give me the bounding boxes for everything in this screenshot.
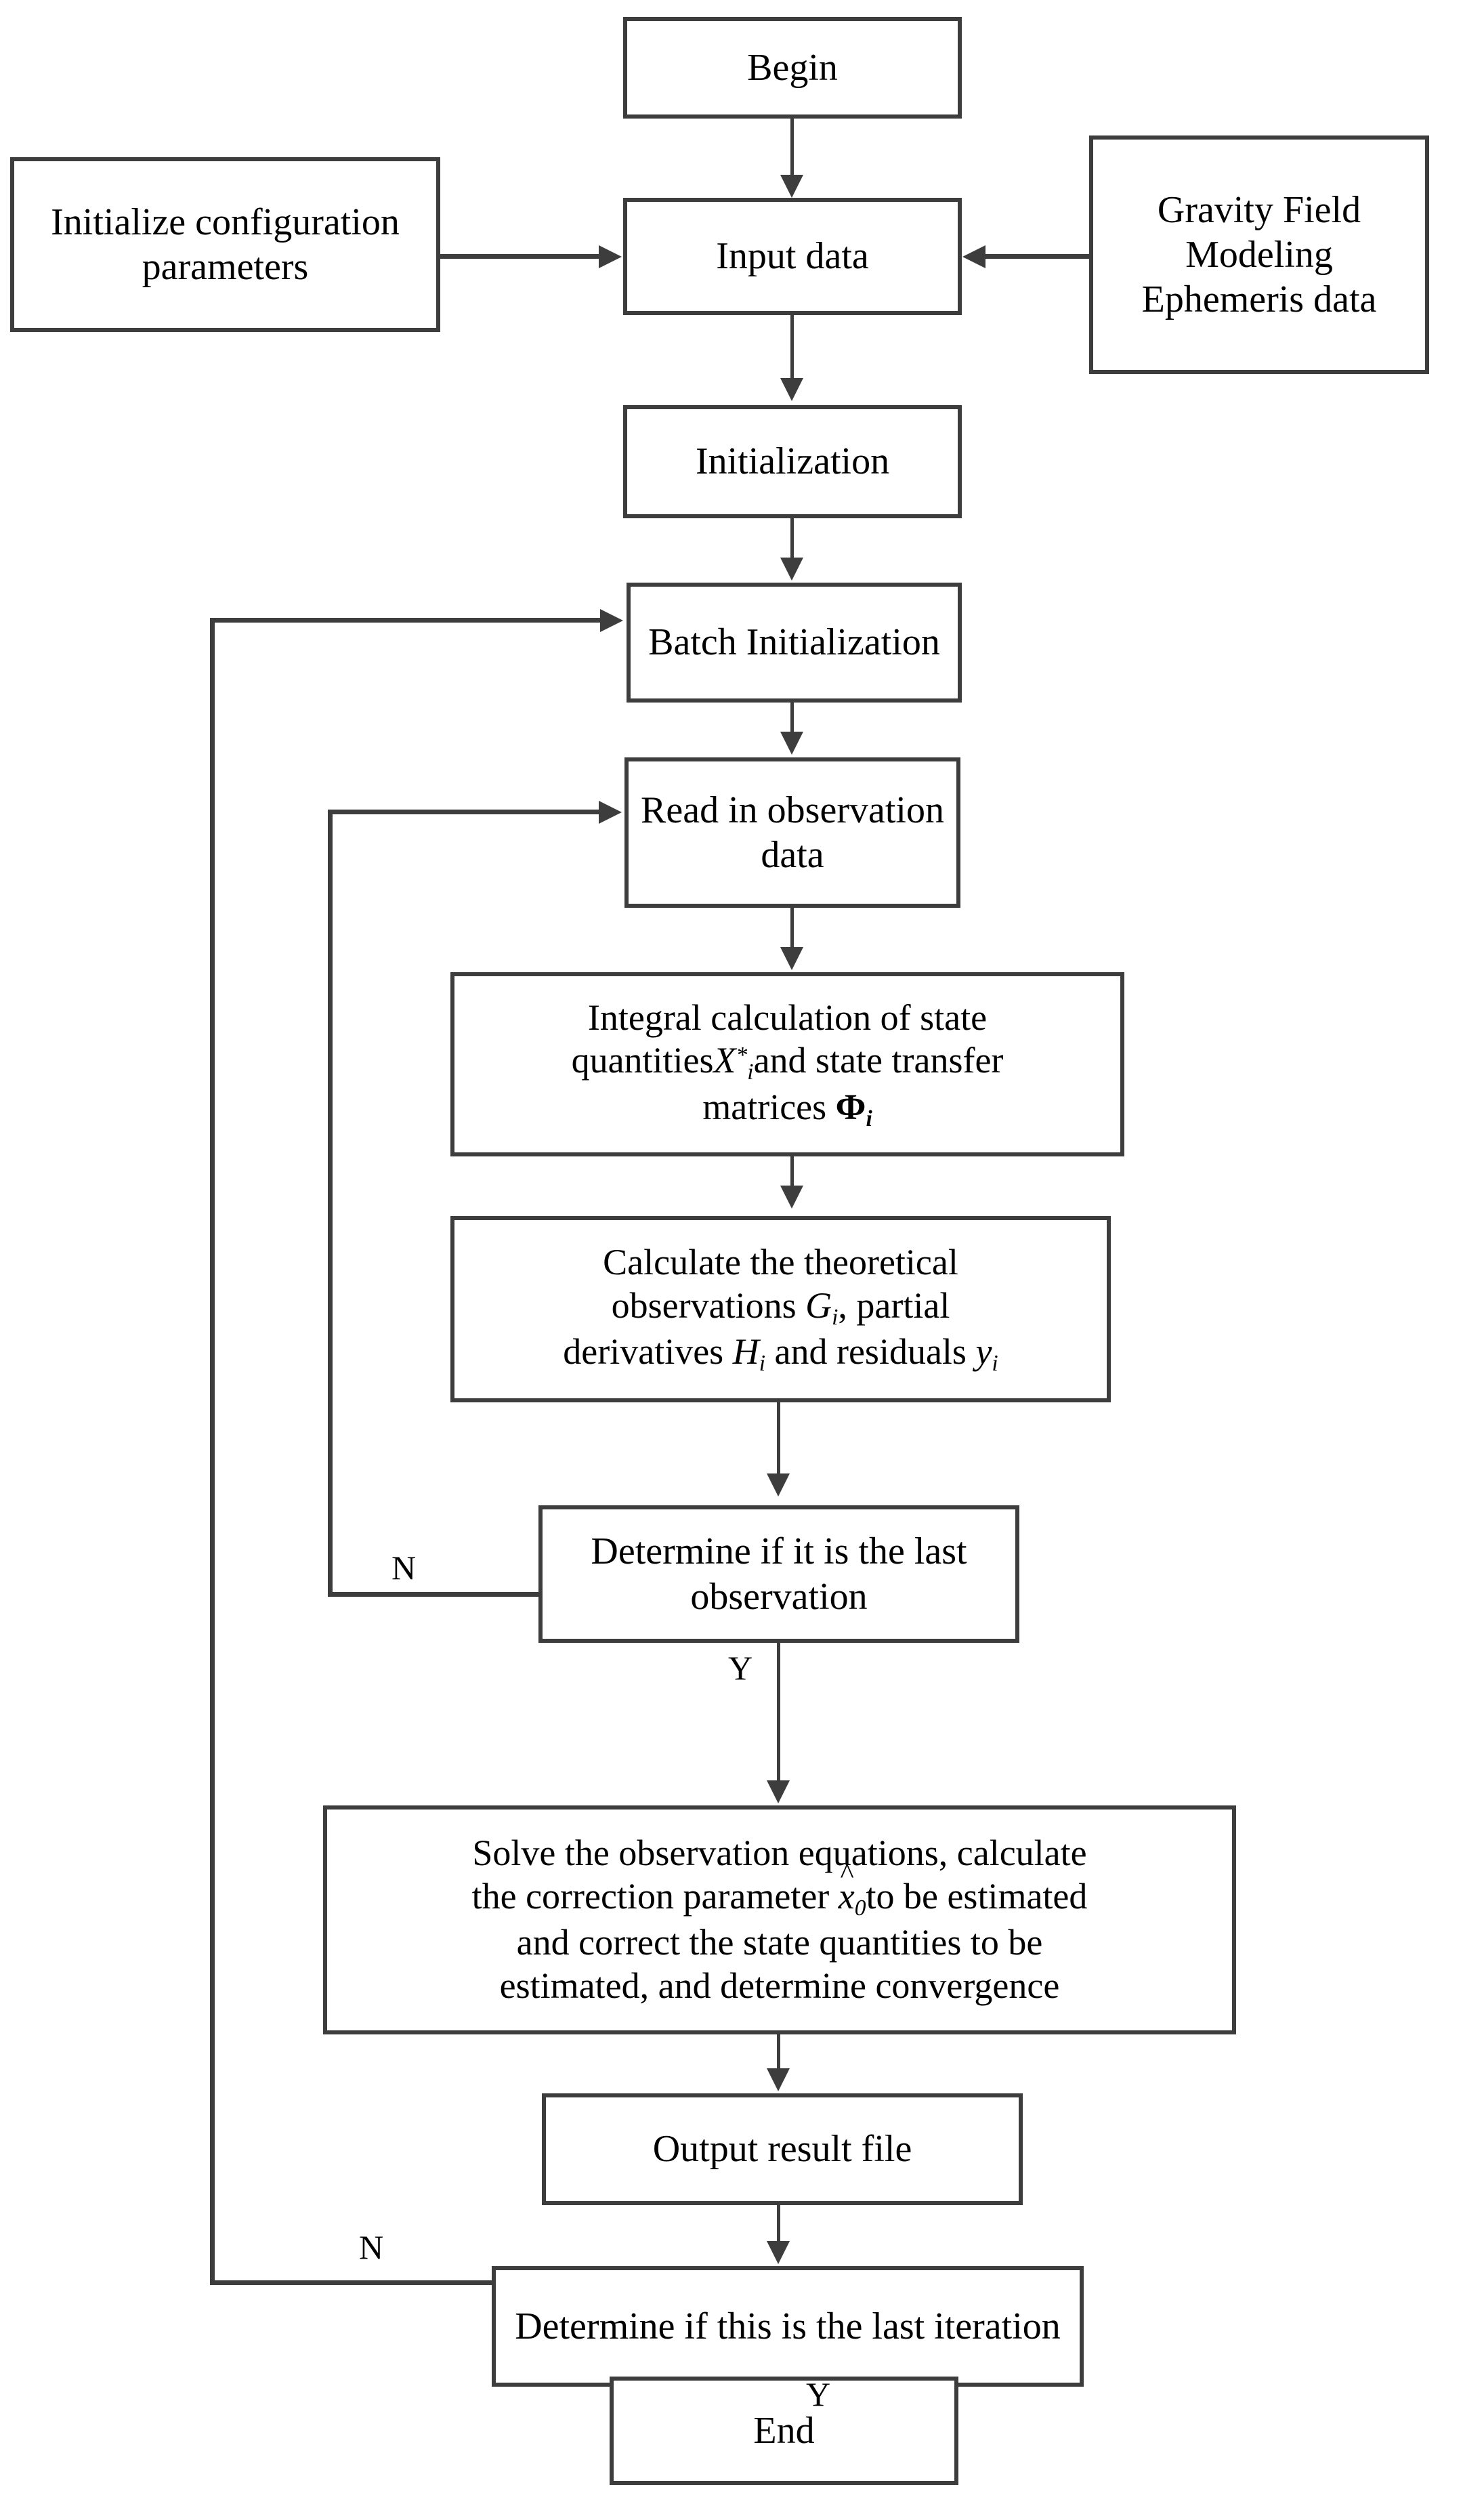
node-read-in-observation-data[interactable]: Read in observation data [624,757,960,908]
node-determine-if-last-iteration[interactable]: Determine if this is the last iteration [492,2266,1084,2387]
edge-detlastobs-to-solve [777,1643,780,1785]
arrowhead-inner-loop-to-read-obs [599,801,622,824]
edge-gravity-to-input [985,254,1090,259]
node-solve-line2-a: the correction parameter [471,1875,830,1917]
arrowhead-batch-to-read-obs [780,732,803,755]
edge-readobs-to-integral [790,908,794,950]
node-begin-label: Begin [747,46,838,89]
node-calc-var-g: Gi [805,1284,839,1330]
edge-output-to-detlastiter [777,2205,780,2244]
node-read-in-observation-data-label: Read in observation data [641,789,944,876]
node-integral-line2-a: quantities [571,1040,714,1081]
edge-initialization-to-batch [790,518,794,562]
arrowhead-integral-to-calc [780,1186,803,1209]
node-solve-observation-equations[interactable]: Solve the observation equations, calcula… [323,1805,1236,2034]
node-initialization[interactable]: Initialization [623,405,962,518]
node-calc-var-h: Hi [732,1331,766,1377]
node-determine-if-last-observation[interactable]: Determine if it is the last observation [538,1505,1019,1643]
edge-solve-to-output [777,2034,780,2072]
node-batch-initialization[interactable]: Batch Initialization [627,583,962,703]
edge-begin-to-input [790,119,794,180]
node-integral-calculation[interactable]: Integral calculation of state quantities… [450,972,1124,1156]
node-integral-line2-b: and state transfer [753,1040,1004,1081]
node-calc-line3-b: and residuals [774,1331,967,1373]
edge-batch-to-read-obs [790,703,794,735]
node-integral-var-phi: Φi [835,1086,872,1131]
node-end[interactable]: End [610,2377,958,2485]
edge-outer-loop-top [210,618,601,623]
node-solve-line4: estimated, and determine convergence [499,1965,1060,2007]
edge-label-obs-yes: Y [728,1649,753,1687]
node-determine-if-last-iteration-label: Determine if this is the last iteration [515,2305,1061,2347]
node-initialization-label: Initialization [695,440,890,483]
node-solve-line3: and correct the state quantities to be [516,1922,1043,1963]
edge-initconfig-to-input [440,254,600,259]
edge-integral-to-calc [790,1156,794,1189]
edge-calc-to-detlastobs [777,1402,780,1477]
arrowhead-detlastobs-to-solve [767,1780,790,1803]
node-input-data-label: Input data [716,235,869,278]
edge-input-to-initialization [790,315,794,381]
edge-label-outer-loop-n: N [359,2228,384,2266]
node-initialize-configuration-parameters-label: Initialize configuration parameters [51,201,400,288]
node-calc-line2-a: observations [611,1284,797,1326]
arrowhead-solve-to-output [767,2068,790,2091]
node-solve-line2-b: to be estimated [866,1875,1088,1917]
edge-inner-loop-vertical [328,810,333,1594]
arrowhead-initconfig-to-input [599,245,622,268]
arrowhead-calc-to-detlastobs [767,1473,790,1497]
arrowhead-input-to-initialization [780,378,803,401]
node-solve-line1: Solve the observation equations, calcula… [472,1833,1087,1874]
node-input-data[interactable]: Input data [623,198,962,315]
node-integral-line3-a: matrices [702,1086,827,1127]
arrowhead-outer-loop-to-batch [600,609,623,632]
node-solve-var-xhat: ^x0 [838,1858,866,1921]
node-calculate-theoretical-observations[interactable]: Calculate the theoretical observations G… [450,1216,1111,1402]
node-calc-var-y: yi [975,1331,998,1377]
node-gravity-field-modeling-ephemeris-data[interactable]: Gravity Field Modeling Ephemeris data [1089,135,1429,374]
node-integral-line1: Integral calculation of state [587,997,988,1038]
node-calc-line2-b: , partial [838,1284,950,1326]
node-gravity-field-modeling-ephemeris-data-label: Gravity Field Modeling Ephemeris data [1141,188,1377,321]
arrowhead-initialization-to-batch [780,558,803,581]
arrowhead-begin-to-input [780,175,803,198]
arrowhead-readobs-to-integral [780,947,803,970]
edge-label-inner-loop-n: N [391,1549,417,1587]
node-calc-line3-a: derivatives [563,1331,724,1373]
arrowhead-output-to-detlastiter [767,2241,790,2264]
node-integral-var-x: X*i [713,1040,754,1085]
edge-inner-loop-bottom [328,1592,541,1597]
node-initialize-configuration-parameters[interactable]: Initialize configuration parameters [10,157,440,332]
edge-label-iter-yes: Y [806,2375,831,2413]
edge-outer-loop-bottom [210,2280,494,2285]
node-determine-if-last-observation-label: Determine if it is the last observation [591,1530,967,1618]
arrowhead-gravity-to-input [962,245,985,268]
node-end-label: End [753,2409,815,2452]
node-begin[interactable]: Begin [623,17,962,119]
node-batch-initialization-label: Batch Initialization [648,621,940,664]
edge-inner-loop-top [328,810,600,814]
node-output-result-file-label: Output result file [652,2128,912,2171]
edge-outer-loop-vertical [210,618,215,2284]
node-output-result-file[interactable]: Output result file [542,2093,1023,2205]
node-calc-line1: Calculate the theoretical [603,1242,958,1283]
